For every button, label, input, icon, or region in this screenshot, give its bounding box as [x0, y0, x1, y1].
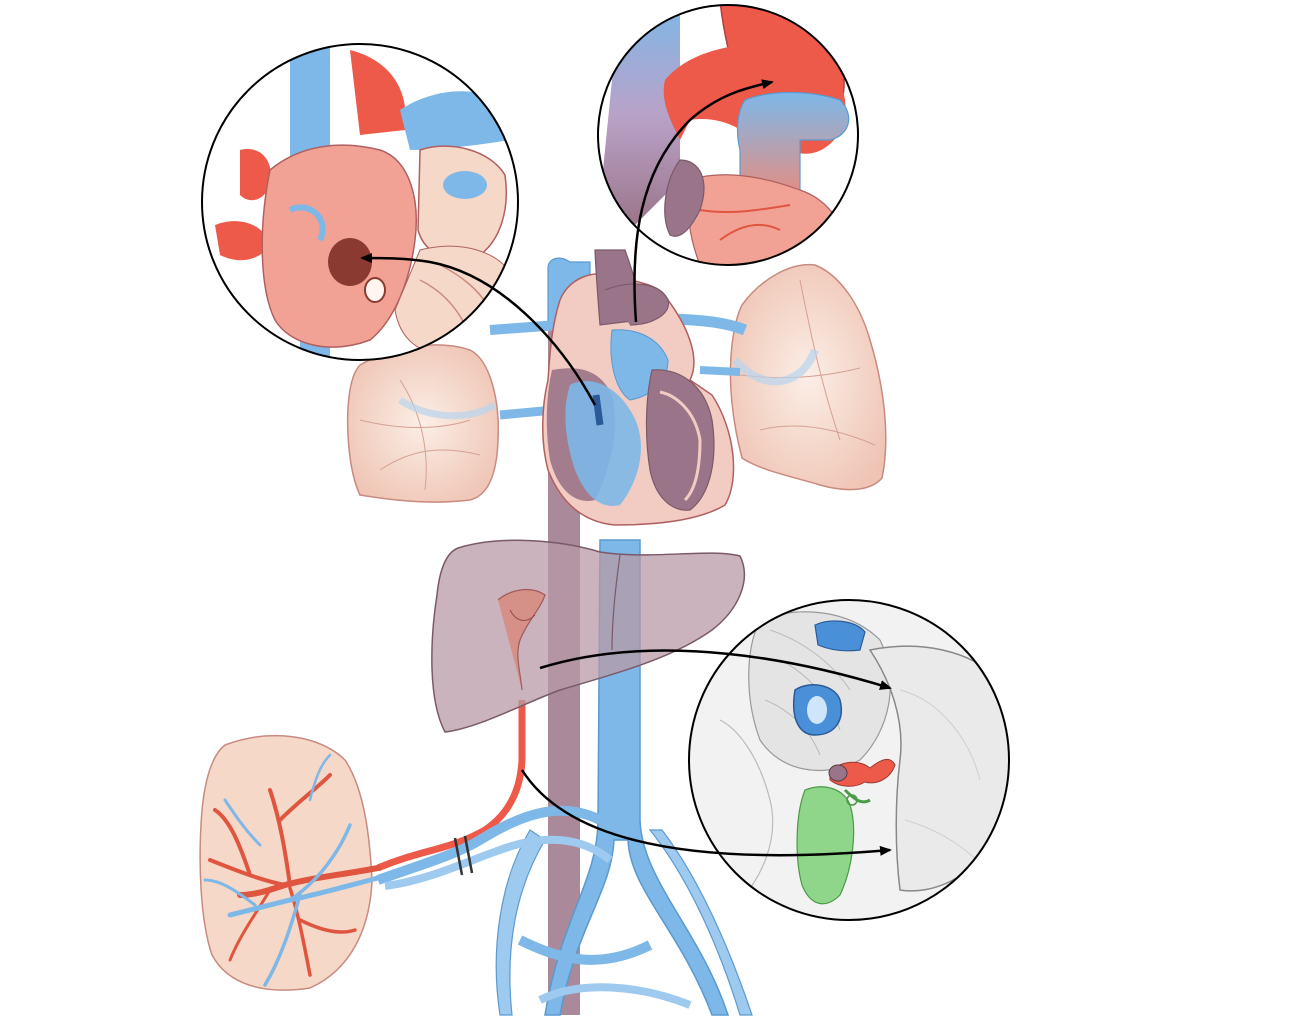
callout-liver-ductus-venosus — [688, 599, 1010, 921]
arrow-ductus-arteriosus — [633, 79, 774, 323]
arrow-ductus-venosus-lower — [520, 769, 892, 857]
liver — [431, 539, 745, 733]
callout-arrows — [360, 79, 892, 857]
placental-arteries — [208, 773, 381, 977]
placental-veins — [203, 753, 381, 987]
callout-aorta-ductus — [597, 4, 859, 266]
left-lung — [729, 263, 887, 491]
heart — [542, 249, 735, 526]
arrow-foramen-ovale — [360, 253, 597, 406]
right-lung — [346, 344, 499, 503]
inferior-vena-cava — [495, 539, 753, 1016]
arrow-ductus-venosus-upper — [539, 649, 892, 690]
callout-heart-interior — [201, 43, 519, 361]
placenta — [199, 735, 381, 991]
